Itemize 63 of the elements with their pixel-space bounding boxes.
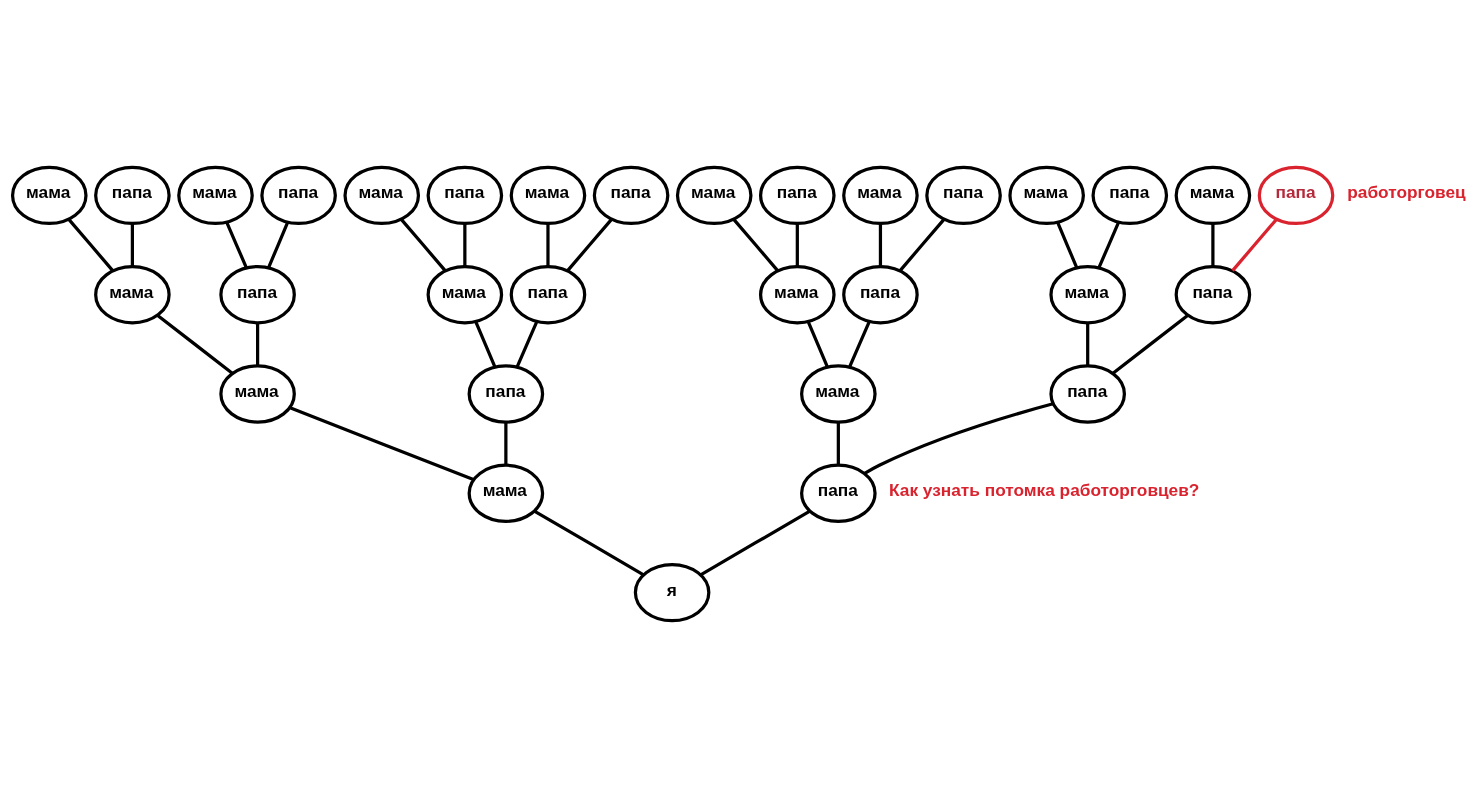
node-ellipse: папа (260, 165, 337, 226)
node-ellipse: мама (1008, 165, 1085, 226)
node-ellipse: мама (509, 165, 587, 226)
node-ellipse: папа (925, 165, 1002, 226)
connector (67, 218, 114, 272)
node-ellipse: я (633, 562, 711, 623)
node-ellipse: папа (759, 165, 836, 226)
connector (474, 320, 497, 368)
connector (289, 406, 474, 482)
node-ellipse: мама (842, 165, 919, 226)
node-ellipse: мама (467, 463, 545, 523)
connector (256, 323, 260, 366)
node-ellipse: папа (842, 265, 919, 325)
connector (878, 223, 883, 267)
node-ellipse: папа (1091, 165, 1169, 226)
connector (732, 218, 779, 272)
connector (1211, 223, 1215, 267)
node-ellipse: мама (343, 165, 421, 226)
connector (156, 314, 234, 375)
node-label: работорговец (1347, 182, 1466, 203)
node-ellipse: папа (1174, 265, 1252, 325)
node-ellipse: мама (800, 364, 877, 424)
node-ellipse: мама (675, 165, 753, 226)
connector (898, 218, 946, 272)
connector (504, 422, 508, 466)
node-ellipse: мама (759, 265, 836, 325)
connector (1056, 221, 1079, 269)
node-ellipse: папа (467, 364, 545, 424)
node-ellipse: папа (800, 463, 877, 523)
connector (463, 223, 467, 267)
node-ellipse: мама (1049, 265, 1126, 325)
connector (699, 509, 811, 577)
node-ellipse: папа (426, 165, 504, 226)
node-ellipse: папа (1257, 165, 1335, 226)
node-ellipse: мама (219, 364, 296, 424)
node-ellipse: мама (94, 265, 171, 325)
connector (836, 422, 840, 466)
connector (225, 221, 248, 269)
connector (848, 320, 871, 368)
node-ellipse: папа (94, 165, 171, 226)
label: Как узнать потомка работорговцев? (889, 480, 1200, 501)
node-ellipse: папа (509, 265, 587, 325)
connector (863, 402, 1054, 475)
connector (267, 221, 290, 269)
connector (400, 218, 447, 272)
connector (566, 218, 613, 272)
node-ellipse: мама (10, 165, 88, 226)
node-ellipse: папа (1049, 364, 1126, 424)
connector (130, 223, 134, 267)
connector (1231, 218, 1278, 272)
connector (533, 509, 645, 577)
connector (806, 320, 829, 368)
node-ellipse: мама (177, 165, 254, 226)
connector (795, 223, 799, 267)
connector (1097, 221, 1121, 269)
connector (515, 320, 539, 368)
connector (1086, 323, 1090, 366)
node-ellipse: папа (592, 165, 670, 226)
node-ellipse: мама (1174, 165, 1252, 226)
connector (1112, 314, 1189, 375)
connector (546, 223, 550, 267)
node-ellipse: мама (426, 265, 504, 325)
node-ellipse: папа (219, 265, 296, 325)
